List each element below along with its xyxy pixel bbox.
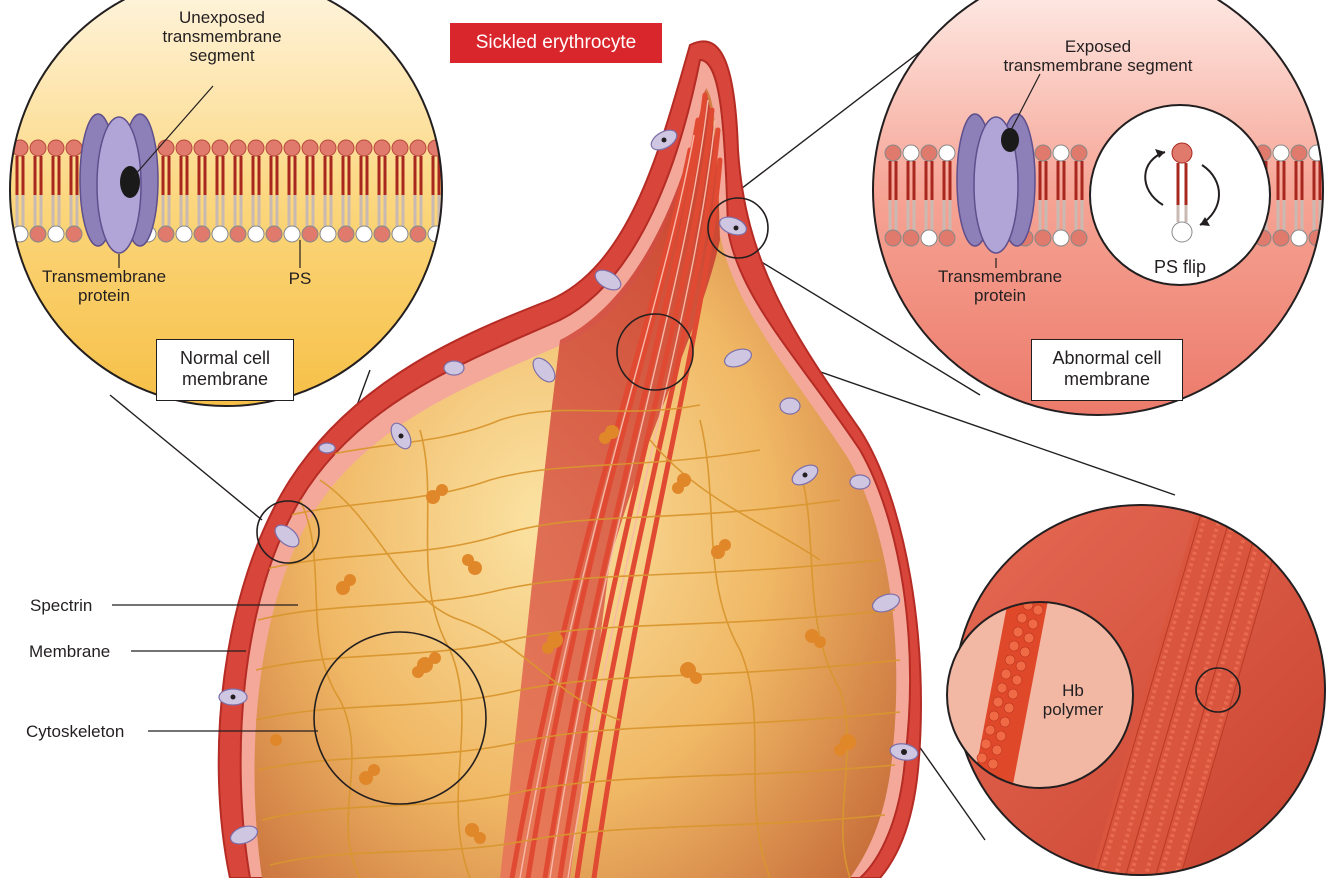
ps-label: PS <box>289 269 312 288</box>
ps-flip-label: PS flip <box>1154 258 1206 277</box>
membrane-label: Membrane <box>29 642 110 661</box>
normal-membrane-box: Normal cell membrane <box>156 339 294 401</box>
unexposed-segment-label: Unexposed transmembrane segment <box>162 8 281 65</box>
diagram-title: Sickled erythrocyte <box>450 23 662 63</box>
exposed-segment-label: Exposed transmembrane segment <box>1004 37 1193 75</box>
right-protein-label: Transmembrane protein <box>938 267 1062 305</box>
polymer-callout <box>947 500 1325 878</box>
transmembrane-protein-right <box>957 114 1035 253</box>
left-protein-label: Transmembrane protein <box>42 267 166 305</box>
hb-polymer-label: Hb polymer <box>1043 681 1103 719</box>
transmembrane-protein-left <box>80 114 158 253</box>
abnormal-membrane-box: Abnormal cell membrane <box>1031 339 1183 401</box>
cytoskeleton-label: Cytoskeleton <box>26 722 124 741</box>
spectrin-label: Spectrin <box>30 596 92 615</box>
